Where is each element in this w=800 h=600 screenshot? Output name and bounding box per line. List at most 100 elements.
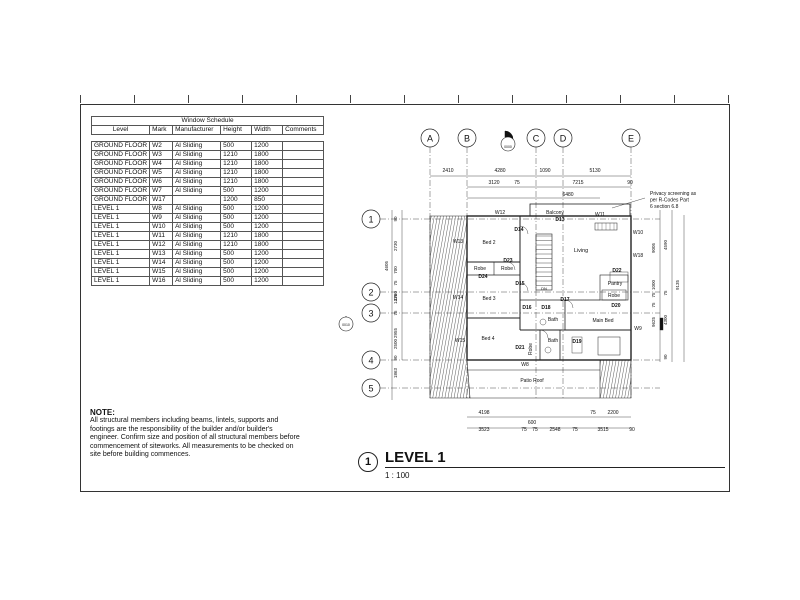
left-dimension: 90 [393, 216, 398, 222]
room-label: Robe [528, 343, 534, 355]
window-tag: W18 [633, 253, 644, 259]
door-swing [539, 329, 549, 339]
privacy-note-line: 6 section 6.8 [650, 204, 679, 210]
top-dimension: 75 [514, 180, 520, 186]
sheet-tick [134, 95, 135, 103]
sheet-tick [404, 95, 405, 103]
drawing-number: 1 [358, 452, 378, 472]
door-swing [506, 261, 516, 271]
basin-fixture [539, 318, 547, 326]
room-label: Robe [608, 293, 620, 299]
bottom-dimension: 600 [528, 420, 537, 426]
grid-column-label: E [628, 134, 634, 144]
section-marker-left [338, 316, 354, 332]
bottom-dimension: 75 [532, 427, 538, 433]
drawing-title: LEVEL 1 [385, 449, 446, 466]
right-dimension: 90 [663, 354, 668, 360]
grid-column-label: A [427, 134, 433, 144]
sheet-tick [566, 95, 567, 103]
grid-row-label: 1 [368, 215, 373, 225]
top-dimension: 6480 [562, 192, 573, 198]
door-tag: D13 [555, 217, 564, 223]
grid-row-label: 2 [368, 288, 373, 298]
bottom-dimension: 75 [572, 427, 578, 433]
grid-column-label: C [533, 134, 540, 144]
structural-note: NOTE: All structural members including b… [90, 408, 300, 459]
hatched-roof-area-right [599, 359, 632, 399]
right-dimension: 1000 [651, 279, 656, 290]
right-dimension: 75 [663, 290, 668, 296]
right-dimension: 75 [651, 292, 656, 298]
door-tag: D23 [503, 258, 512, 264]
door-swing [519, 282, 529, 292]
room-label: Balcony [546, 210, 564, 216]
room-label: Robe [501, 266, 513, 272]
door-tag: D14 [514, 227, 523, 233]
room-label: Bath [548, 338, 559, 344]
door-tag: D24 [478, 274, 487, 280]
left-dimension: 2955 [393, 327, 398, 338]
left-dimension: 2500 [393, 338, 398, 349]
grid-row-label: 4 [368, 356, 373, 366]
privacy-note-line: Privacy screening as [650, 191, 697, 197]
section-marker-top [500, 136, 516, 152]
bottom-dimension: 90 [629, 427, 635, 433]
window-tag: W10 [633, 230, 644, 236]
stair-direction-label: DN [541, 286, 547, 291]
door-tag: D16 [522, 305, 531, 311]
section-marker-top-label: 0000 [504, 145, 512, 149]
drawing-sheet-border [80, 104, 730, 492]
room-label: Bed 3 [482, 296, 495, 302]
top-dimension: 4280 [494, 168, 505, 174]
shower-fixture [571, 336, 583, 354]
left-dimension: 1863 [393, 367, 398, 378]
bottom-dimension: 75 [521, 427, 527, 433]
left-dimension: 4605 [384, 260, 389, 271]
top-dimension: 3120 [488, 180, 499, 186]
sheet-tick [620, 95, 621, 103]
right-dimension: 4300 [663, 314, 668, 325]
window-tag: W15 [455, 338, 466, 344]
left-dimension: 2730 [393, 240, 398, 251]
robe-outline [601, 289, 627, 301]
bottom-dimension: 3523 [478, 427, 489, 433]
sheet-tick [350, 95, 351, 103]
left-dimension: 75 [393, 280, 398, 286]
window-tag: W8 [521, 362, 529, 368]
room-label: Patio Roof [520, 378, 544, 384]
privacy-note-line: per R-Codes Part [650, 198, 690, 204]
room-label: Bed 2 [482, 240, 495, 246]
room-label: Pantry [608, 281, 623, 287]
toilet-fixture [544, 346, 552, 354]
door-tag: D21 [515, 345, 524, 351]
sheet-edge-ticks [80, 95, 729, 103]
window-schedule-table: Window Schedule Level Mark Manufacturer … [90, 116, 325, 286]
room-label: Bath [548, 317, 559, 323]
window-tag: W11 [595, 212, 605, 218]
door-tag: D15 [515, 281, 524, 287]
sheet-tick [296, 95, 297, 103]
right-dimension: 9625 [651, 316, 656, 327]
room-label: Bed 4 [481, 336, 494, 342]
window-tag: W9 [634, 326, 642, 332]
table-cell [282, 276, 325, 286]
sheet-tick [674, 95, 675, 103]
bottom-dimension: 75 [590, 410, 596, 416]
top-dimension: 5130 [589, 168, 600, 174]
right-dimension: 9135 [675, 279, 680, 290]
bottom-dimension: 3515 [597, 427, 608, 433]
grid-row-label: 3 [368, 309, 373, 319]
window-tag: W14 [453, 295, 464, 301]
left-dimension: 75 [393, 310, 398, 316]
door-tag: D19 [572, 339, 581, 345]
sheet-tick [458, 95, 459, 103]
room-label: Robe [474, 266, 486, 272]
title-underline [385, 467, 725, 468]
sheet-tick [80, 95, 81, 103]
door-swing [564, 299, 574, 309]
